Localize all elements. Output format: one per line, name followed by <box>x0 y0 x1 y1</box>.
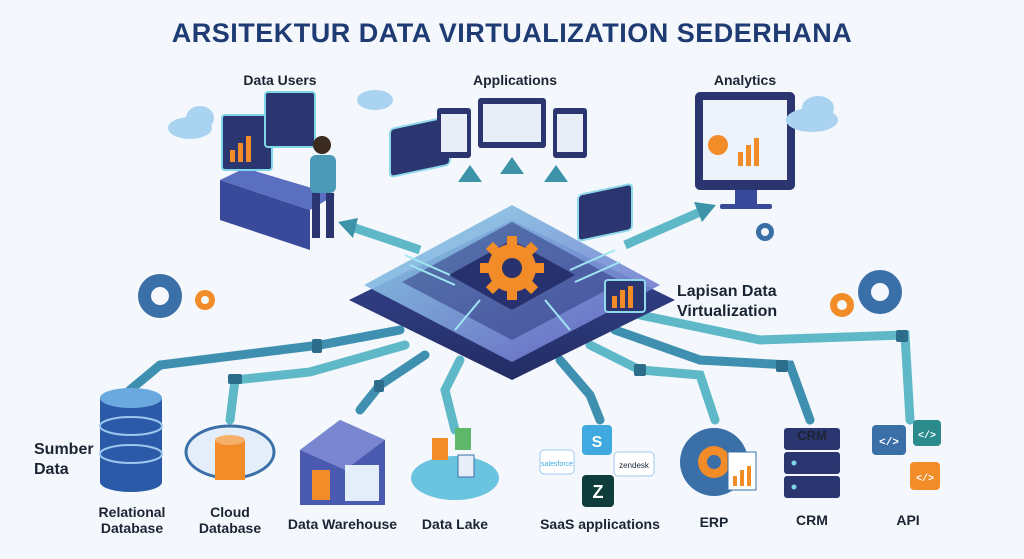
cloud-database-icon <box>184 424 276 480</box>
label-layer-line2: Virtualization <box>677 303 778 320</box>
label-layer-line1: Lapisan Data <box>677 283 777 300</box>
crm-stack-icon <box>784 428 840 498</box>
analytics-illustration <box>695 92 795 209</box>
label-erp: ERP <box>699 514 729 530</box>
salesforce-logo-text: salesforce <box>541 461 573 468</box>
label-relational-line2: Database <box>100 520 164 536</box>
data-warehouse-icon <box>300 420 385 505</box>
hub-panels <box>389 116 646 313</box>
label-applications: Applications <box>472 72 557 88</box>
pipe-relational <box>125 325 405 395</box>
label-data-lake: Data Lake <box>421 516 489 532</box>
label-api: API <box>896 512 920 528</box>
api-code-tag-c: </> <box>916 473 934 485</box>
pipe-cloud <box>225 340 410 425</box>
label-sources-line1: Sumber <box>34 441 94 458</box>
pipe-api <box>635 310 915 425</box>
zendesk-logo-text: zendesk <box>619 461 650 470</box>
label-saas-applications: SaaS applications <box>540 516 660 532</box>
api-icon: </> </> </> <box>872 420 941 490</box>
label-data-sources: Sumber Data <box>34 440 94 480</box>
pipe-crm <box>610 325 815 425</box>
saas-applications-icon: S salesforce zendesk Z <box>539 425 655 507</box>
label-cloud-database: Cloud Database <box>190 504 270 536</box>
zendesk-z-logo: Z <box>593 482 604 502</box>
diagram-title: ARSITEKTUR DATA VIRTUALIZATION SEDERHANA <box>171 18 853 48</box>
gear-icon-left <box>138 274 182 318</box>
label-data-users: Data Users <box>243 72 317 88</box>
label-virtualization-layer: Lapisan Data Virtualization <box>677 282 777 322</box>
label-cloud-line2: Database <box>198 520 262 536</box>
data-lake-icon <box>411 428 499 500</box>
erp-icon <box>680 428 757 496</box>
hub-gear-icon <box>480 236 544 300</box>
pipe-warehouse <box>355 350 430 415</box>
api-code-tag-b: </> <box>918 430 936 442</box>
label-sources-line2: Data <box>34 461 69 478</box>
salesforce-s-logo: S <box>592 434 603 451</box>
crm-icon-text: CRM <box>797 428 827 443</box>
gear-icon-right <box>858 270 902 314</box>
pipe-saas <box>555 355 605 425</box>
label-analytics: Analytics <box>713 72 777 88</box>
applications-illustration <box>437 98 587 158</box>
gear-icon-analytics <box>756 223 774 241</box>
data-users-illustration <box>220 91 336 250</box>
relational-database-icon <box>99 388 163 492</box>
label-relational-database: Relational Database <box>82 504 182 536</box>
cloud-icons <box>168 90 838 139</box>
label-cloud-line1: Cloud <box>210 504 250 520</box>
label-relational-line1: Relational <box>98 504 166 520</box>
api-code-tag-a: </> <box>879 437 899 449</box>
label-crm: CRM <box>796 512 828 528</box>
pipe-lake <box>440 355 465 435</box>
pipe-erp <box>585 340 720 425</box>
gear-icon-right-small <box>830 293 854 317</box>
data-pipes <box>125 310 915 435</box>
label-data-warehouse: Data Warehouse <box>287 516 398 532</box>
gear-icon-left-small <box>195 290 215 310</box>
